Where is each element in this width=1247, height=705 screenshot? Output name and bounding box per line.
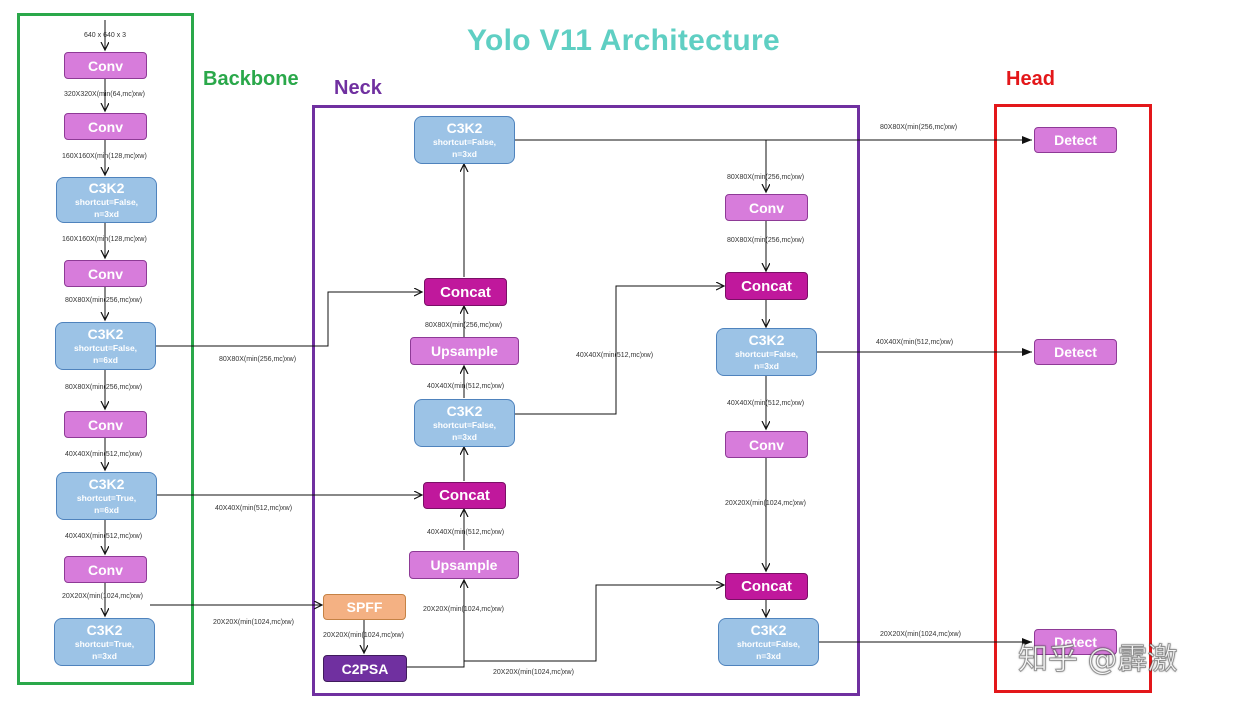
- backbone-conv-1: Conv: [64, 52, 147, 79]
- c3k2-name: C3K2: [87, 326, 124, 342]
- c3k2-name: C3K2: [748, 332, 785, 348]
- shape-label: 20X20X(min(1024,mc)xw): [880, 631, 961, 638]
- shape-label: 40X40X(min(512,mc)xw): [876, 339, 954, 346]
- diagram-title: Yolo V11 Architecture: [466, 24, 781, 57]
- shape-label: 80X80X(min(256,mc)xw): [65, 297, 143, 304]
- neck-label: Neck: [334, 77, 382, 99]
- c3k2-name: C3K2: [88, 180, 125, 196]
- c3k2-shortcut: shortcut=False,: [432, 420, 497, 430]
- c3k2-name: C3K2: [86, 622, 123, 638]
- shape-label: 20X20X(min(1024,mc)xw): [213, 619, 294, 626]
- backbone-c3k2-2: C3K2 shortcut=False, n=6xd: [55, 322, 156, 370]
- shape-label: 80X80X(min(256,mc)xw): [727, 174, 805, 181]
- c3k2-n: n=3xd: [452, 149, 477, 159]
- neck-c2psa: C2PSA: [323, 655, 407, 682]
- c3k2-n: n=3xd: [452, 432, 477, 442]
- shape-label: 40X40X(min(512,mc)xw): [576, 352, 654, 359]
- c3k2-shortcut: shortcut=True,: [74, 639, 135, 649]
- neck-spff: SPFF: [323, 594, 406, 620]
- c3k2-n: n=3xd: [754, 361, 779, 371]
- c3k2-shortcut: shortcut=False,: [432, 137, 497, 147]
- shape-label: 40X40X(min(512,mc)xw): [427, 529, 505, 536]
- neck-c3k2-mid: C3K2 shortcut=False, n=3xd: [414, 399, 515, 447]
- watermark: 知乎 @霹激: [1018, 642, 1179, 678]
- neck-upsample-1: Upsample: [410, 337, 519, 365]
- head-label: Head: [1006, 68, 1055, 90]
- neck-c3k2-top: C3K2 shortcut=False, n=3xd: [414, 116, 515, 164]
- head-box: [994, 104, 1152, 693]
- c3k2-shortcut: shortcut=False,: [736, 639, 801, 649]
- backbone-label: Backbone: [203, 68, 299, 90]
- shape-label: 20X20X(min(1024,mc)xw): [423, 606, 504, 613]
- c3k2-name: C3K2: [446, 403, 483, 419]
- shape-label: 80X80X(min(256,mc)xw): [727, 237, 805, 244]
- head-detect-3: Detect: [1034, 629, 1117, 655]
- head-detect-1: Detect: [1034, 127, 1117, 153]
- backbone-conv-3: Conv: [64, 260, 147, 287]
- c3k2-n: n=3xd: [94, 209, 119, 219]
- neck-upsample-2: Upsample: [409, 551, 519, 579]
- neck-concat-right-2: Concat: [725, 573, 808, 600]
- shape-label: 80X80X(min(256,mc)xw): [65, 384, 143, 391]
- c3k2-n: n=6xd: [94, 505, 119, 515]
- shape-label: 80X80X(min(256,mc)xw): [880, 124, 958, 131]
- shape-label: 20X20X(min(1024,mc)xw): [725, 500, 806, 507]
- c3k2-name: C3K2: [88, 476, 125, 492]
- neck-concat-right-1: Concat: [725, 272, 808, 300]
- neck-c3k2-right-1: C3K2 shortcut=False, n=3xd: [716, 328, 817, 376]
- shape-label: 40X40X(min(512,mc)xw): [65, 451, 143, 458]
- c3k2-shortcut: shortcut=False,: [734, 349, 799, 359]
- backbone-conv-5: Conv: [64, 556, 147, 583]
- neck-concat-1: Concat: [424, 278, 507, 306]
- neck-concat-2: Concat: [423, 482, 506, 509]
- neck-box: [312, 105, 860, 696]
- backbone-c3k2-1: C3K2 shortcut=False, n=3xd: [56, 177, 157, 223]
- shape-label: 160X160X(min(128,mc)xw): [62, 236, 147, 243]
- shape-label: 20X20X(min(1024,mc)xw): [493, 669, 574, 676]
- c3k2-shortcut: shortcut=False,: [74, 197, 139, 207]
- head-detect-2: Detect: [1034, 339, 1117, 365]
- shape-label: 40X40X(min(512,mc)xw): [427, 383, 505, 390]
- shape-label: 40X40X(min(512,mc)xw): [215, 505, 293, 512]
- shape-label: 80X80X(min(256,mc)xw): [219, 356, 297, 363]
- shape-label: 40X40X(min(512,mc)xw): [727, 400, 805, 407]
- shape-label: 20X20X(min(1024,mc)xw): [62, 593, 143, 600]
- backbone-c3k2-4: C3K2 shortcut=True, n=3xd: [54, 618, 155, 666]
- backbone-conv-2: Conv: [64, 113, 147, 140]
- input-size-label: 640 x 640 x 3: [84, 32, 127, 39]
- shape-label: 80X80X(min(256,mc)xw): [425, 322, 503, 329]
- backbone-conv-4: Conv: [64, 411, 147, 438]
- neck-conv-right-2: Conv: [725, 431, 808, 458]
- neck-conv-right-1: Conv: [725, 194, 808, 221]
- c3k2-name: C3K2: [446, 120, 483, 136]
- c3k2-shortcut: shortcut=False,: [73, 343, 138, 353]
- c3k2-shortcut: shortcut=True,: [76, 493, 137, 503]
- shape-label: 40X40X(min(512,mc)xw): [65, 533, 143, 540]
- c3k2-name: C3K2: [750, 622, 787, 638]
- neck-c3k2-right-2: C3K2 shortcut=False, n=3xd: [718, 618, 819, 666]
- c3k2-n: n=3xd: [756, 651, 781, 661]
- shape-label: 320X320X(min(64,mc)xw): [64, 91, 145, 98]
- c3k2-n: n=3xd: [92, 651, 117, 661]
- backbone-box: [17, 13, 194, 685]
- c3k2-n: n=6xd: [93, 355, 118, 365]
- backbone-c3k2-3: C3K2 shortcut=True, n=6xd: [56, 472, 157, 520]
- shape-label: 20X20X(min(1024,mc)xw): [323, 632, 404, 639]
- shape-label: 160X160X(min(128,mc)xw): [62, 153, 147, 160]
